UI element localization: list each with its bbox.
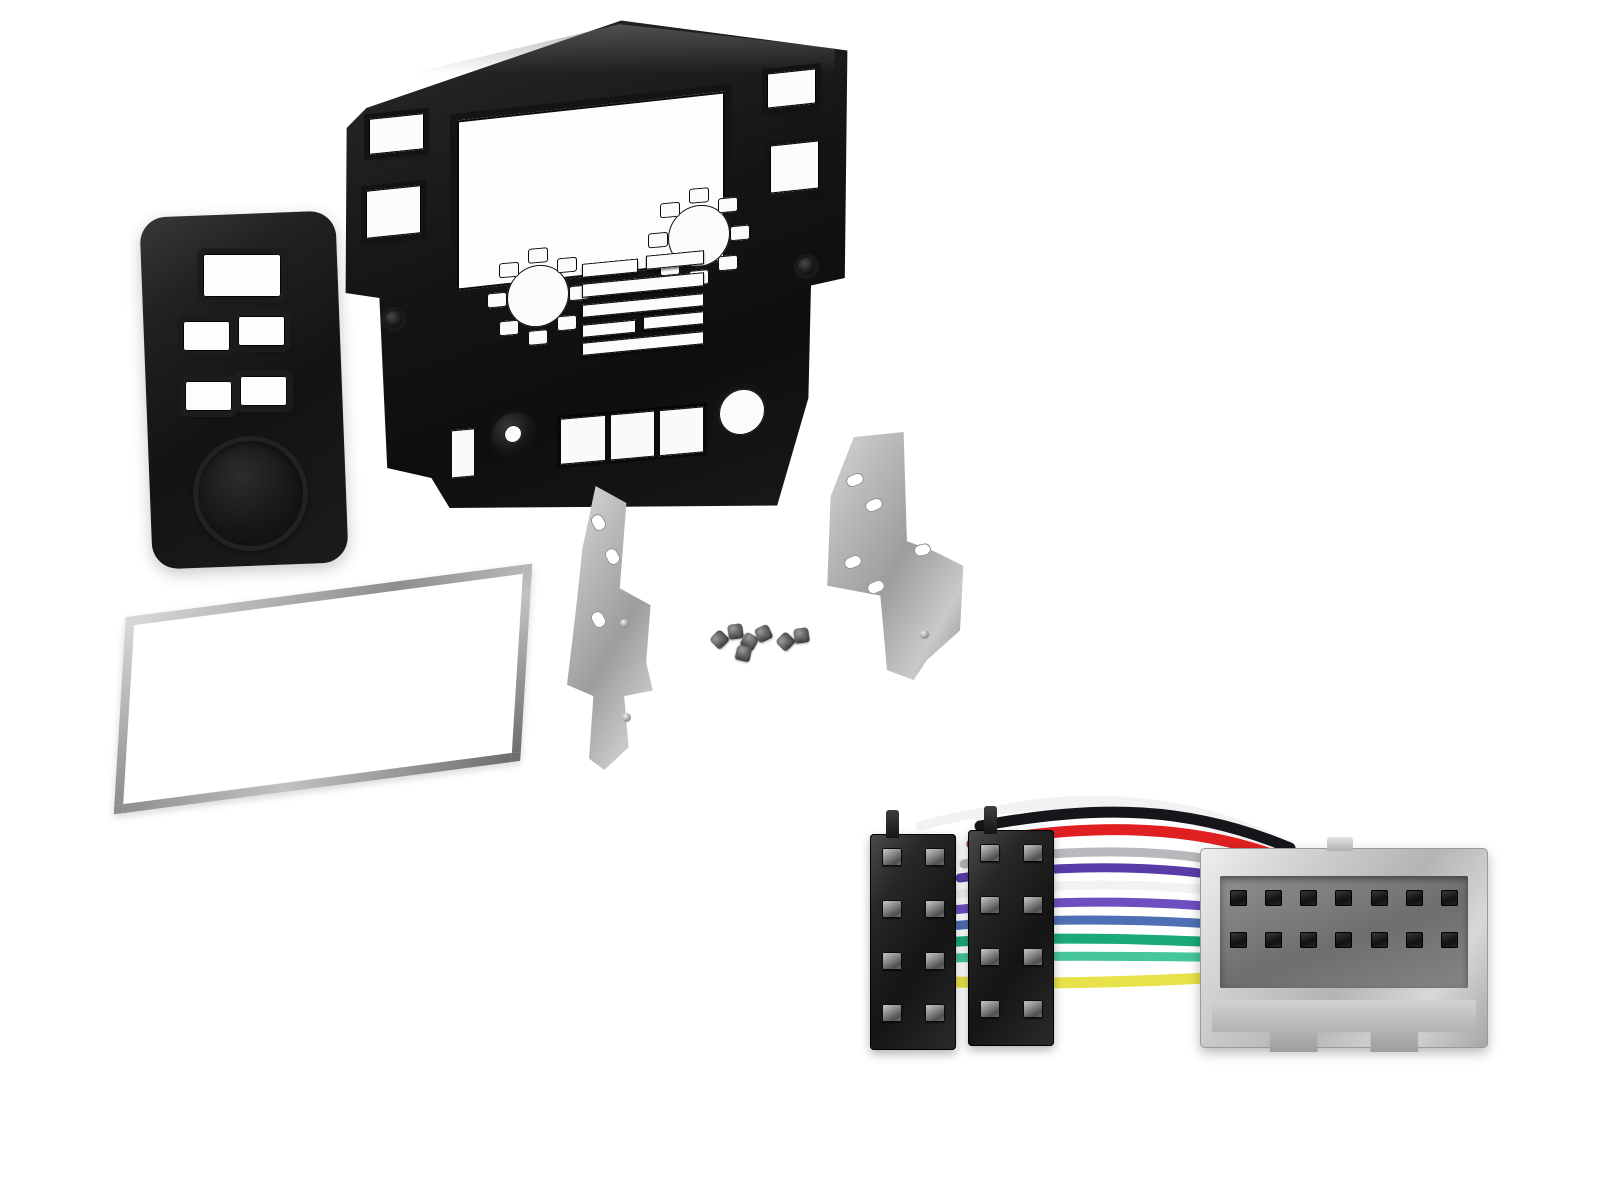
iso-pin-row <box>968 844 1054 862</box>
dial-segment <box>499 319 520 336</box>
bracket-left-face <box>567 486 653 770</box>
switch-cutout-right-lower <box>769 140 820 194</box>
iso-pin-row <box>968 896 1054 914</box>
dial-segment <box>648 231 669 248</box>
oem-pin <box>1335 890 1353 906</box>
iso-pin <box>881 848 902 866</box>
iso-pin-row <box>968 1000 1054 1018</box>
strip-tab-cutout <box>451 427 476 479</box>
mounting-bracket-right <box>804 432 970 680</box>
iso-pin <box>881 1004 902 1022</box>
iso-pin-row <box>870 848 956 866</box>
iso-pin <box>1022 896 1043 914</box>
iso-connector-a <box>870 810 956 1050</box>
strip-knob-cutout <box>492 411 535 458</box>
iso-pin <box>979 1000 1000 1018</box>
oem-connector-foot <box>1211 1000 1477 1052</box>
dial-segment <box>689 186 710 204</box>
switch-aperture-bottom-left <box>185 381 233 412</box>
strip-round-cutout <box>718 386 765 437</box>
centre-slot-bank <box>582 249 705 356</box>
mounting-screw <box>727 623 744 640</box>
switch-cutout-right-upper <box>766 67 817 109</box>
oem-pin <box>1335 932 1353 948</box>
hvac-dial-cutout-left <box>486 239 590 352</box>
oem-connector-latch <box>1326 837 1353 851</box>
oem-vehicle-connector <box>1200 837 1488 1052</box>
iso-b-latch <box>984 806 997 834</box>
iso-pin <box>881 952 902 970</box>
iso-to-oem-wiring-harness <box>860 786 1500 1086</box>
dial-segment <box>528 328 548 346</box>
iso-pin <box>1022 948 1043 966</box>
bracket-right-rivet <box>920 630 930 640</box>
switch-panel <box>139 210 349 570</box>
iso-pin <box>1022 1000 1043 1018</box>
switch-aperture-bottom-right <box>240 375 288 406</box>
metal-din-trim-ring <box>113 563 533 815</box>
oem-connector-pin-well <box>1220 876 1468 988</box>
iso-pin <box>924 952 945 970</box>
iso-pin-row <box>870 900 956 918</box>
bracket-left-rivet-1 <box>619 619 629 629</box>
oem-pin <box>1440 932 1458 948</box>
iso-pin-row <box>968 948 1054 966</box>
dial-segment <box>660 201 681 218</box>
iso-pin <box>979 948 1000 966</box>
oem-pin-row <box>1230 932 1458 948</box>
strip-vent-slots <box>557 402 708 469</box>
switch-aperture-mid-left <box>183 321 231 352</box>
oem-pin <box>1405 932 1423 948</box>
mounting-screw <box>708 628 731 651</box>
switch-cutout-left-lower <box>366 185 421 239</box>
iso-pin <box>1022 844 1043 862</box>
speaker-grille-recess <box>193 435 309 551</box>
iso-pin-row <box>870 1004 956 1022</box>
dash-fascia-panel <box>330 18 850 518</box>
trim-ring-frame <box>113 563 533 815</box>
oem-pin <box>1440 890 1458 906</box>
dial-segments-left <box>486 239 590 352</box>
oem-pin <box>1370 890 1388 906</box>
dial-segment <box>718 254 739 271</box>
iso-pin <box>979 844 1000 862</box>
iso-pin <box>881 900 902 918</box>
iso-pin <box>924 900 945 918</box>
oem-pin <box>1230 932 1248 948</box>
switch-cutout-left-upper <box>369 112 424 155</box>
screw-boss-right <box>798 258 815 275</box>
mounting-bracket-left <box>556 486 666 770</box>
switch-aperture-mid-right <box>238 316 286 346</box>
iso-a-latch <box>886 810 899 838</box>
dial-segment <box>556 314 577 331</box>
oem-pin <box>1230 890 1248 906</box>
mounting-screw <box>734 644 753 663</box>
oem-pin <box>1300 932 1318 948</box>
oem-pin <box>1370 932 1388 948</box>
screws-group-b <box>774 626 818 668</box>
dial-segment <box>487 291 507 308</box>
iso-pin <box>924 1004 945 1022</box>
iso-connector-b <box>968 806 1054 1046</box>
screw-boss-left <box>384 310 402 328</box>
dial-segment <box>718 196 739 213</box>
oem-pin <box>1265 890 1283 906</box>
switch-aperture-top <box>202 254 282 297</box>
iso-pin <box>979 896 1000 914</box>
dial-segment <box>528 246 548 264</box>
dial-segment <box>730 224 751 241</box>
bracket-left-rivet-2 <box>622 713 631 723</box>
dial-segment <box>499 261 520 278</box>
dial-segment <box>556 256 577 273</box>
oem-pin <box>1300 890 1318 906</box>
iso-pin <box>924 848 945 866</box>
iso-pin-row <box>870 952 956 970</box>
oem-pin <box>1265 932 1283 948</box>
bracket-right-face <box>827 432 964 680</box>
mounting-screw <box>793 627 810 644</box>
oem-pin-row <box>1230 890 1458 906</box>
oem-pin <box>1405 890 1423 906</box>
screws-group-a <box>708 622 782 668</box>
